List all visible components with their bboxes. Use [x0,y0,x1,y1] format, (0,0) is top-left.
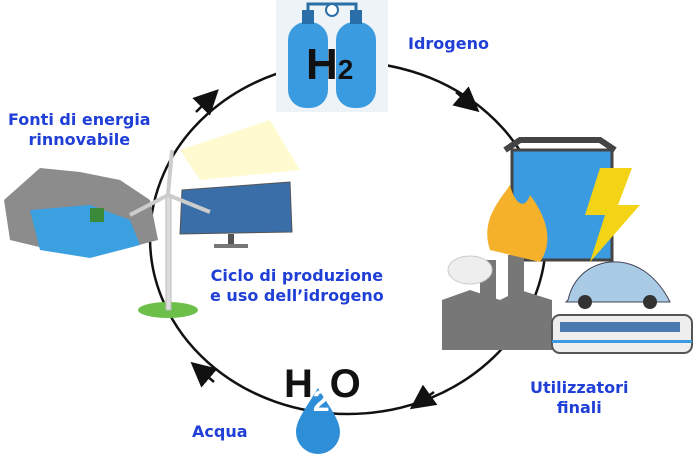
arrow-to-users [452,86,480,113]
arrow-to-renewables [190,361,218,388]
lightning-bolt-icon [585,168,640,262]
label-renewables-line2: rinnovabile [28,130,131,149]
h2o-formula: H2O [284,362,361,418]
arrow-to-water [409,384,438,410]
label-cycle-line1: Ciclo di produzione [210,266,384,285]
h2-symbol: H [306,40,338,89]
h2o-subscript: 2 [312,385,330,418]
h2-subscript: 2 [337,54,354,85]
h2o-o: O [329,362,361,406]
solar-panel-icon [179,120,300,248]
label-end-users: Utilizzatori finali [530,378,629,418]
label-end-users-line1: Utilizzatori [530,378,629,397]
label-cycle: Ciclo di produzione e uso dell’idrogeno [210,266,384,306]
label-renewables: Fonti di energia rinnovabile [8,110,151,150]
h2-formula: H2 [306,40,353,90]
label-renewables-line1: Fonti di energia [8,110,151,129]
train-icon [551,314,693,354]
label-end-users-line2: finali [556,398,602,417]
label-water: Acqua [192,422,248,441]
wind-turbine-icon [129,149,211,318]
h2o-h: H [284,362,313,406]
label-hydrogen: Idrogeno [408,34,489,53]
flame-icon [487,185,548,262]
label-cycle-line2: e uso dell’idrogeno [210,286,384,305]
arrow-to-hydrogen [192,89,219,116]
hydrogen-tanks-icon [276,0,388,112]
car-icon [564,261,671,309]
hydro-dam-icon [4,168,158,258]
water-drop-icon [296,388,340,454]
